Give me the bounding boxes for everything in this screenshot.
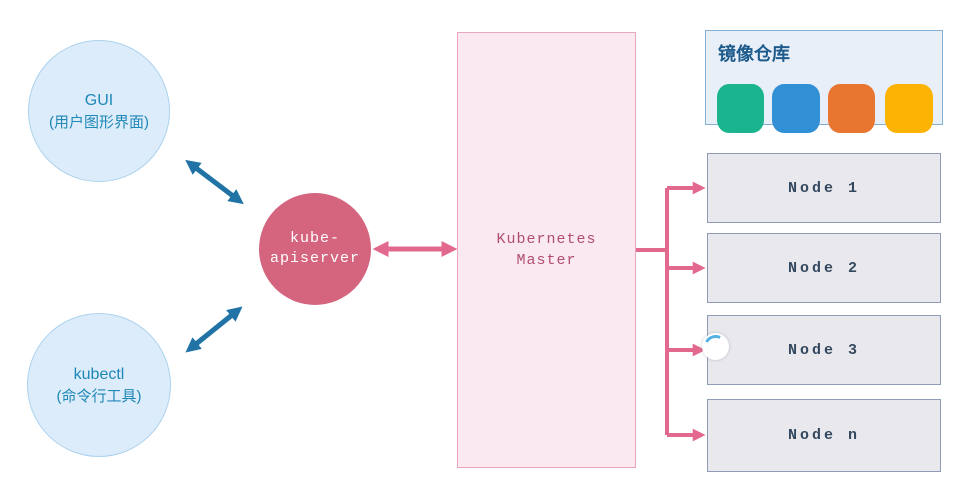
database-cylinder-icon	[717, 84, 764, 133]
node-box-3: Node 3	[707, 315, 941, 385]
kubectl-title: kubectl	[73, 365, 125, 383]
node-label: Node n	[787, 427, 860, 444]
node-box-2: Node 2	[707, 233, 941, 303]
master-label-line1: Kubernetes	[496, 231, 597, 248]
master-label-line2: Master	[516, 252, 577, 269]
loading-spinner-icon	[702, 333, 729, 360]
gui-apiserver-arrow	[185, 159, 244, 205]
node-box-1: Node 1	[707, 153, 941, 223]
apiserver-label-line2: apiserver	[269, 250, 360, 267]
database-cylinder-icon	[772, 84, 820, 133]
registry-title: 镜像仓库	[718, 44, 790, 64]
kubernetes-master-box: Kubernetes Master	[457, 32, 636, 468]
kubectl-client-circle: kubectl (命令行工具)	[27, 313, 171, 457]
gui-title: GUI	[84, 91, 114, 109]
node-label: Node 1	[787, 179, 860, 197]
node-box-n: Node n	[707, 399, 941, 472]
apiserver-label-line1: kube-	[289, 230, 340, 247]
kube-apiserver-circle: kube- apiserver	[259, 193, 371, 305]
master-nodes-tree	[636, 181, 706, 442]
kubectl-subtitle: (命令行工具)	[56, 387, 142, 405]
node-label: Node 3	[787, 341, 860, 359]
node-label: Node 2	[787, 259, 860, 277]
database-cylinder-icon	[828, 84, 875, 133]
database-cylinder-icon	[885, 84, 933, 133]
kubectl-apiserver-arrow	[185, 306, 243, 353]
gui-subtitle: (用户图形界面)	[49, 113, 149, 131]
gui-client-circle: GUI (用户图形界面)	[28, 40, 170, 182]
